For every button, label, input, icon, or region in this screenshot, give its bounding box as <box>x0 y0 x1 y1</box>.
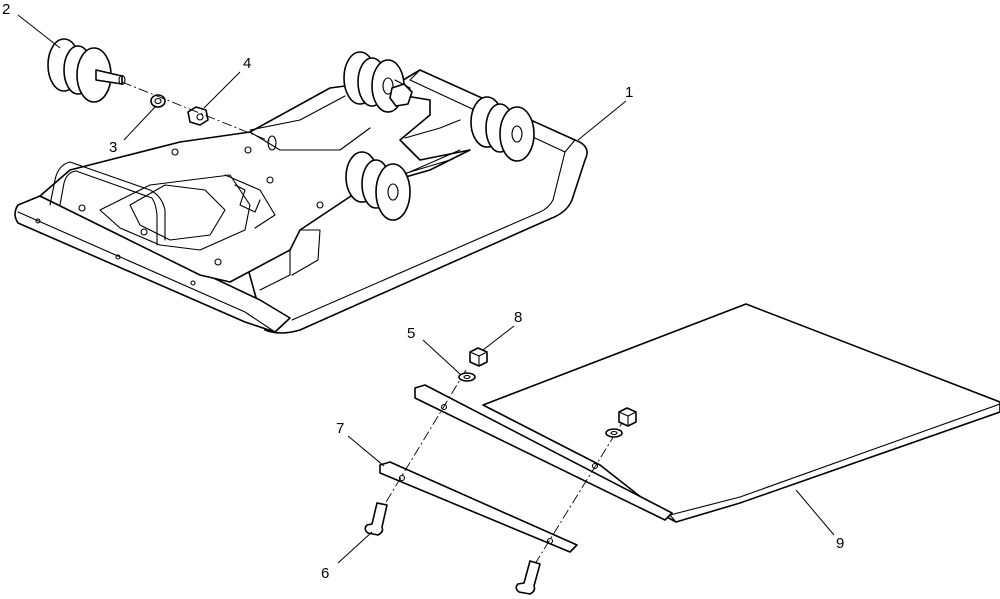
washer-5-right <box>605 428 623 438</box>
rubber-mount-front <box>345 151 411 221</box>
washer-5-left <box>458 372 476 382</box>
nut-8-right <box>618 407 637 427</box>
callout-3: 3 <box>109 139 117 156</box>
callout-6: 6 <box>321 565 329 582</box>
bolt-6-left <box>364 502 388 536</box>
callout-8: 8 <box>514 309 522 326</box>
exciter-frame <box>39 85 471 283</box>
callout-7: 7 <box>336 420 344 437</box>
leader-lines <box>17 14 835 564</box>
callout-labels: 1 2 3 4 5 6 7 8 9 <box>2 1 844 582</box>
scraper-mount-bar <box>414 384 673 521</box>
nut-8-left <box>469 347 488 367</box>
nut-4 <box>187 106 209 126</box>
rubber-mount-right <box>470 96 535 162</box>
front-flange <box>14 195 291 333</box>
callout-4: 4 <box>243 55 251 72</box>
callout-9: 9 <box>836 535 844 552</box>
clamp-strip <box>379 461 578 553</box>
callout-5: 5 <box>407 325 415 342</box>
scraper-plate <box>482 303 1000 523</box>
callout-2: 2 <box>2 1 10 18</box>
rubber-mount-exploded <box>47 38 126 103</box>
handle-bar <box>49 161 166 246</box>
bolt-6-right <box>515 560 541 595</box>
rubber-mount-rear <box>343 51 413 113</box>
callout-1: 1 <box>625 84 633 101</box>
